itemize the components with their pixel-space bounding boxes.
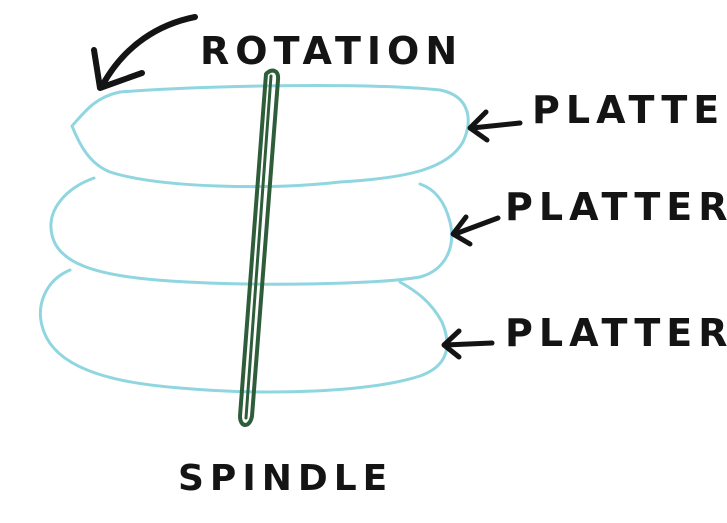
platter-label-bottom: PLATTER <box>505 311 727 355</box>
pointer-arrows <box>441 109 523 360</box>
spindle-rod <box>238 68 281 427</box>
platter-stack <box>39 84 470 394</box>
platter-top <box>70 84 470 189</box>
rotation-arrow <box>91 14 198 91</box>
arrow-left-icon <box>441 328 495 360</box>
platter-label-middle: PLATTER <box>505 185 727 229</box>
arrow-left-icon <box>450 214 501 247</box>
platter-bottom <box>39 268 449 394</box>
arrow-left-icon <box>467 109 523 143</box>
rotation-label: ROTATION <box>200 29 463 73</box>
spindle-label: SPINDLE <box>178 458 393 499</box>
platter-middle <box>49 176 454 286</box>
platter-label-top: PLATTER <box>532 88 727 132</box>
